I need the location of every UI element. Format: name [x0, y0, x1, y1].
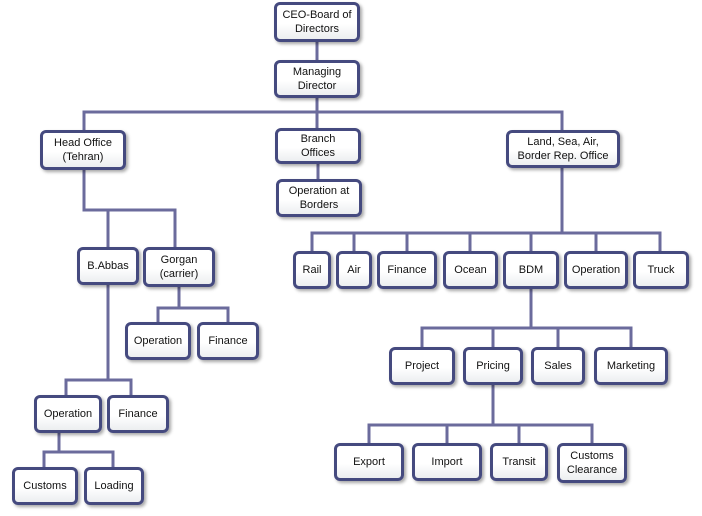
node-operation-at-borders: Operation at Borders: [276, 179, 362, 217]
node-loading: Loading: [84, 467, 144, 505]
node-gorgan-finance: Finance: [197, 322, 259, 360]
node-ceo: CEO-Board of Directors: [274, 2, 360, 42]
node-customs: Customs: [12, 467, 78, 505]
node-ls-finance: Finance: [377, 251, 437, 289]
node-bdm: BDM: [503, 251, 559, 289]
node-babbas: B.Abbas: [77, 247, 139, 285]
node-ocean: Ocean: [443, 251, 498, 289]
node-gorgan-operation: Operation: [125, 322, 191, 360]
node-transit: Transit: [490, 443, 548, 481]
node-head-office: Head Office (Tehran): [40, 130, 126, 170]
node-sales: Sales: [531, 347, 585, 385]
node-gorgan: Gorgan (carrier): [143, 247, 215, 287]
node-air: Air: [336, 251, 372, 289]
node-managing-director: Managing Director: [274, 60, 360, 98]
node-ls-operation: Operation: [564, 251, 628, 289]
node-customs-clearance: Customs Clearance: [557, 443, 627, 483]
node-babbas-finance: Finance: [107, 395, 169, 433]
node-marketing: Marketing: [594, 347, 668, 385]
node-babbas-operation: Operation: [34, 395, 102, 433]
node-import: Import: [412, 443, 482, 481]
node-branch-offices: Branch Offices: [275, 128, 361, 164]
node-project: Project: [389, 347, 455, 385]
node-export: Export: [334, 443, 404, 481]
node-pricing: Pricing: [463, 347, 523, 385]
node-land-sea-air: Land, Sea, Air, Border Rep. Office: [506, 130, 620, 168]
node-truck: Truck: [633, 251, 689, 289]
node-rail: Rail: [293, 251, 331, 289]
